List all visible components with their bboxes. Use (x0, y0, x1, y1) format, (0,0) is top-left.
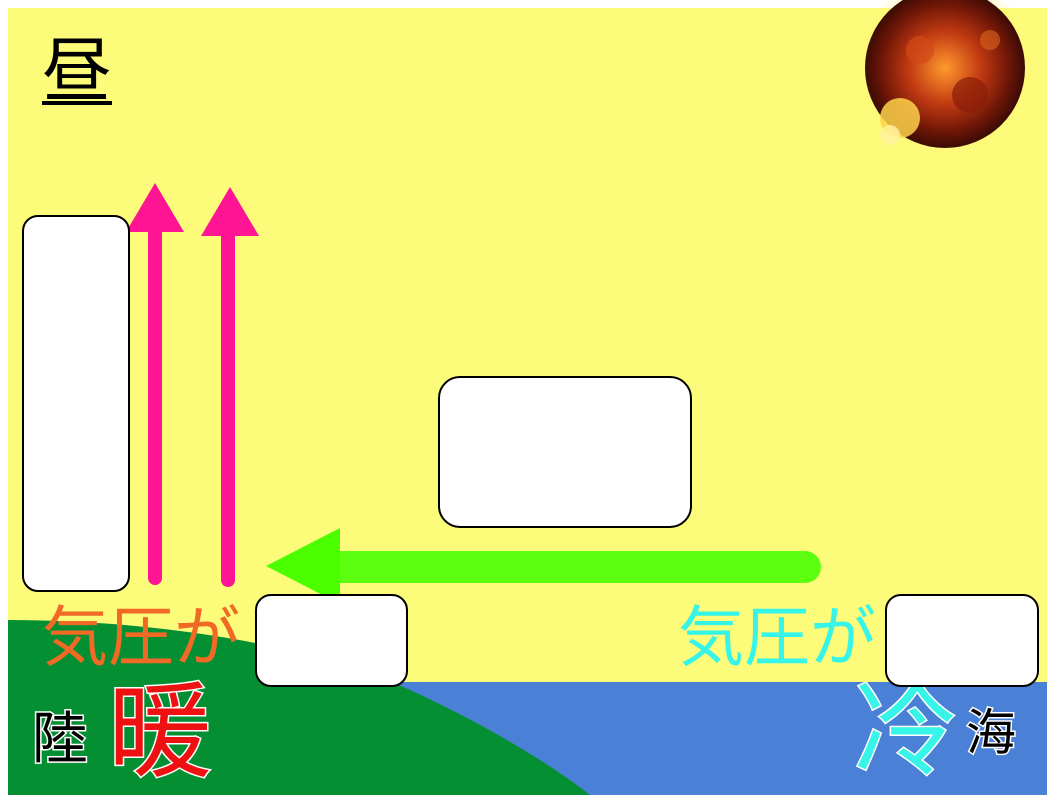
updraft-arrow-icon (201, 187, 259, 587)
sea-breeze-arrow-icon (266, 528, 821, 604)
sun-icon (853, 0, 1037, 160)
sea-pressure-answer-box[interactable] (885, 594, 1039, 687)
land-temperature-label: 暖 (106, 671, 213, 793)
updraft-arrow-icon (126, 183, 184, 585)
land-label: 陸 (31, 707, 90, 772)
updraft-answer-box[interactable] (22, 215, 130, 592)
sea-label: 海 (965, 704, 1018, 762)
wind-answer-box[interactable] (438, 376, 692, 528)
sea-pressure-label: 気圧が (678, 599, 876, 676)
land-pressure-label: 気圧が (42, 599, 240, 676)
page-title: 昼 (42, 30, 112, 112)
sea-temperature-label: 冷 (852, 669, 959, 791)
land-area (8, 620, 590, 795)
land-pressure-answer-box[interactable] (255, 594, 408, 687)
